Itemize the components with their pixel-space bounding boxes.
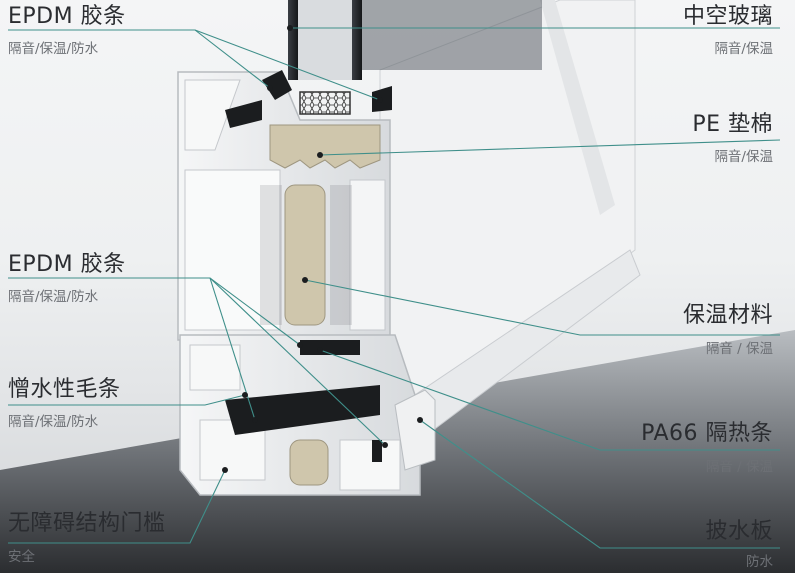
frame-chamber-3 xyxy=(339,439,401,491)
leader-dot xyxy=(377,97,383,103)
glass-pane-outer xyxy=(288,0,298,80)
label-hollow-glass-title: 中空玻璃 xyxy=(682,4,773,29)
label-hollow-glass-sub: 隔音/保温 xyxy=(714,41,773,57)
label-brush-strip-sub: 隔音/保温/防水 xyxy=(8,414,99,430)
label-threshold-title: 无障碍结构门槛 xyxy=(8,511,166,536)
epdm-gasket-lower xyxy=(225,385,380,435)
epdm-gasket-top-left xyxy=(262,70,292,100)
label-epdm-gasket-top-sub: 隔音/保温/防水 xyxy=(8,41,99,57)
label-brush-strip-title: 憎水性毛条 xyxy=(8,377,121,402)
insulation-core xyxy=(284,184,326,326)
leader-dot xyxy=(287,25,293,31)
label-drip-board-title: 披水板 xyxy=(705,519,773,544)
epdm-gasket-mid xyxy=(300,340,360,355)
pe-foam-pad xyxy=(269,124,381,169)
glass-reflection xyxy=(362,0,542,70)
label-epdm-gasket-top-title: EPDM 胶条 xyxy=(8,4,126,29)
label-insulation-sub: 隔音 / 保温 xyxy=(705,341,773,357)
threshold-insulation xyxy=(289,439,329,486)
leader-dot xyxy=(382,442,388,448)
sash-chamber-outer xyxy=(349,179,386,331)
leader-insulation xyxy=(304,279,780,336)
brush-strip xyxy=(372,440,382,462)
leader-drip-board xyxy=(419,419,780,549)
thermal-break-right xyxy=(330,185,352,325)
leader-brush-strip xyxy=(8,394,246,406)
sash-chamber-top xyxy=(184,79,241,151)
leader-dot xyxy=(417,417,423,423)
label-drip-board-sub: 防水 xyxy=(746,554,773,570)
label-epdm-gasket-mid-sub: 隔音/保温/防水 xyxy=(8,289,99,305)
label-pa66-title: PA66 隔热条 xyxy=(641,421,773,446)
label-pe-foam-sub: 隔音/保温 xyxy=(714,149,773,165)
glass-pane-inner xyxy=(352,0,362,80)
leader-pe xyxy=(319,139,781,156)
label-insulation-title: 保温材料 xyxy=(682,303,773,328)
label-epdm-gasket-mid-title: EPDM 胶条 xyxy=(8,252,126,277)
epdm-gasket-top-inner xyxy=(225,100,262,128)
label-pe-foam-title: PE 垫棉 xyxy=(692,112,773,137)
leader-dot xyxy=(222,467,228,473)
leader-dot xyxy=(317,347,323,353)
hollow-glass-spacer xyxy=(299,91,351,115)
profile-groove xyxy=(540,0,615,215)
leader-epdm-1b xyxy=(194,29,381,101)
leader-dot xyxy=(242,392,248,398)
leader-threshold xyxy=(8,469,226,544)
leader-endpoints xyxy=(222,25,423,473)
leader-dot xyxy=(317,152,323,158)
leader-dot xyxy=(297,342,303,348)
leader-dot xyxy=(267,85,273,91)
leader-pa66 xyxy=(319,349,780,451)
frame-chamber-1 xyxy=(189,344,241,391)
label-pa66-sub: 隔音 / 保温 xyxy=(705,459,773,475)
label-threshold-sub: 安全 xyxy=(8,549,35,565)
glass-cavity xyxy=(298,0,352,80)
thermal-break-left xyxy=(260,185,282,325)
leader-dot xyxy=(252,417,258,423)
leader-epdm-2b xyxy=(209,277,386,446)
leader-lines xyxy=(8,27,781,549)
leader-dot xyxy=(302,277,308,283)
